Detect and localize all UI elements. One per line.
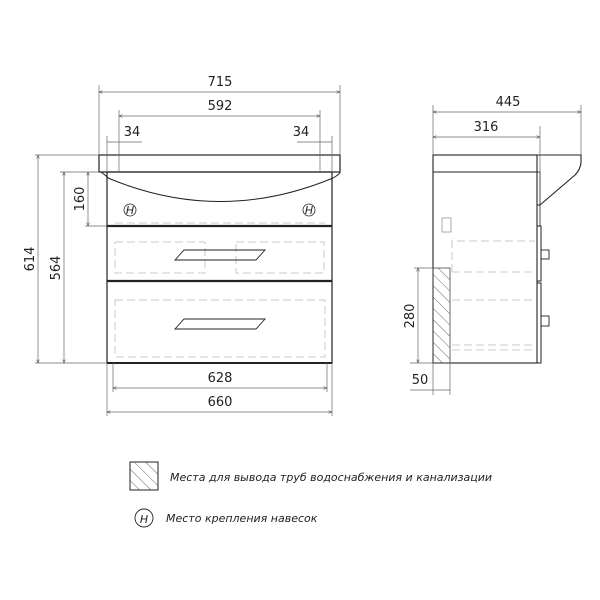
legend-pipes-text: Места для вывода труб водоснабжения и ка… (170, 471, 492, 484)
legend: Места для вывода труб водоснабжения и ка… (129, 461, 492, 528)
cabinet-body (106, 171, 333, 364)
front-dimension-labels: 715 592 34 34 614 564 160 628 660 (23, 75, 309, 410)
dim-445: 445 (496, 95, 521, 110)
dim-316: 316 (474, 120, 499, 135)
basin-curve (100, 171, 341, 202)
legend-mount-text: Место крепления навесок (166, 512, 318, 525)
side-dimension-labels: 445 316 280 50 (403, 95, 520, 388)
mount-mark: H (302, 203, 316, 217)
front-view: H H (98, 154, 341, 364)
hatch-legend-swatch (129, 461, 159, 491)
mount-legend-icon (134, 508, 154, 528)
countertop (98, 154, 341, 173)
svg-text:H: H (305, 204, 313, 217)
knob (540, 249, 550, 260)
mount-legend-symbol: H (140, 513, 148, 526)
dim-564: 564 (49, 256, 64, 281)
dim-614: 614 (23, 247, 38, 272)
dim-50: 50 (412, 373, 429, 388)
dim-715: 715 (208, 75, 233, 90)
dim-660: 660 (208, 395, 233, 410)
front-dimensions (35, 85, 340, 416)
side-dimensions (410, 105, 581, 395)
dim-160: 160 (73, 187, 88, 212)
mount-mark: H (123, 203, 137, 217)
drawer-front-side (536, 225, 542, 282)
drawer-front-side (536, 282, 542, 364)
dim-34-left: 34 (124, 125, 141, 140)
side-view (432, 154, 582, 364)
dim-628: 628 (208, 371, 233, 386)
svg-text:H: H (126, 204, 134, 217)
dim-592: 592 (208, 99, 233, 114)
knob (540, 315, 550, 327)
countertop-side (433, 154, 582, 206)
dim-34-right: 34 (293, 125, 310, 140)
dim-280: 280 (403, 304, 418, 329)
drawer-handle (173, 249, 267, 261)
pipe-zone-hatch (432, 267, 451, 364)
drawer-handle (173, 318, 267, 330)
